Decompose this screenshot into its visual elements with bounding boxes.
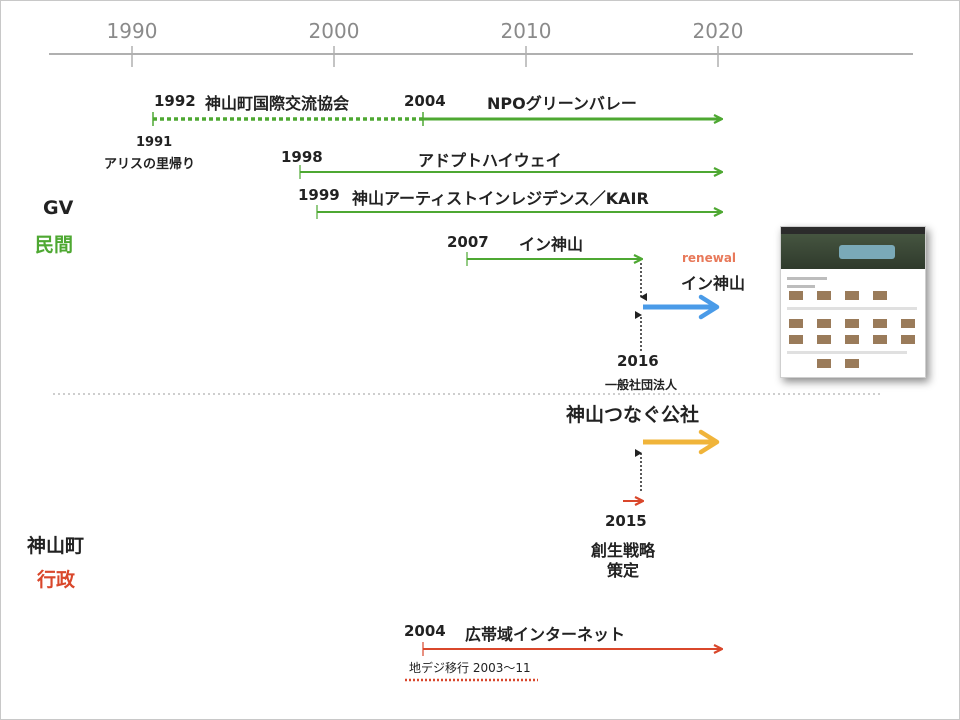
alice-return-label: アリスの里帰り xyxy=(104,157,196,172)
year-1992: 1992 xyxy=(154,92,196,110)
axis-label-2010: 2010 xyxy=(500,19,552,43)
year-2016: 2016 xyxy=(617,352,659,370)
thumbnail-hero-image xyxy=(781,227,925,269)
adopt-highway-label: アドプトハイウェイ xyxy=(418,151,562,170)
axis-label-2020: 2020 xyxy=(692,19,744,43)
section-public-subtitle: 行政 xyxy=(37,569,76,591)
renewal-arrow-head xyxy=(698,294,720,320)
digital-tv-label: 地デジ移行 2003〜11 xyxy=(409,661,531,675)
axis-label-2000: 2000 xyxy=(308,19,360,43)
renewal-label: イン神山 xyxy=(681,274,746,293)
kosha-arrow-head xyxy=(698,429,720,455)
section-private-title: GV xyxy=(43,197,74,219)
kair-label: 神山アーティストインレジデンス／KAIR xyxy=(352,189,649,208)
year-1999: 1999 xyxy=(298,186,340,204)
general-incorporated-label: 一般社団法人 xyxy=(605,378,678,392)
year-1991: 1991 xyxy=(136,135,173,150)
in-kamiyama-label: イン神山 xyxy=(519,235,584,254)
year-2004: 2004 xyxy=(404,92,446,110)
year-2007: 2007 xyxy=(447,233,489,251)
year-1998: 1998 xyxy=(281,148,323,166)
association-label: 神山町国際交流協会 xyxy=(205,94,350,113)
section-public-title: 神山町 xyxy=(27,535,85,557)
broadband-label: 広帯域インターネット xyxy=(465,625,626,644)
renewal-tag: renewal xyxy=(682,251,737,265)
strategy-label-line1: 創生戦略 xyxy=(591,541,656,560)
kosha-label: 神山つなぐ公社 xyxy=(566,404,700,426)
strategy-label-line2: 策定 xyxy=(607,561,640,580)
website-screenshot-thumbnail xyxy=(780,226,926,378)
section-private-subtitle: 民間 xyxy=(35,234,74,256)
year-2015: 2015 xyxy=(605,512,647,530)
axis-label-1990: 1990 xyxy=(106,19,158,43)
npo-greenvalley-label: NPOグリーンバレー xyxy=(487,94,637,113)
year-net-2004: 2004 xyxy=(404,622,446,640)
